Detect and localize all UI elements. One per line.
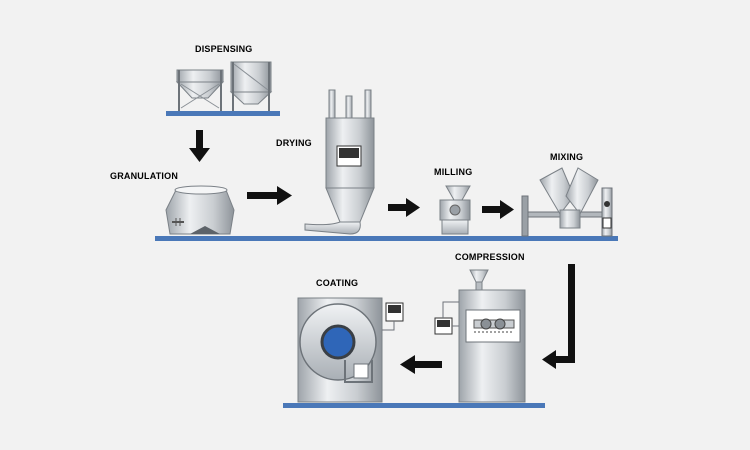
compression-machine bbox=[434, 269, 526, 403]
flow-arrow-mixing-compression bbox=[542, 264, 575, 369]
label-drying: DRYING bbox=[276, 138, 312, 148]
flow-arrow-dispensing-granulation bbox=[189, 130, 210, 162]
flow-arrow-compression-coating bbox=[400, 355, 442, 374]
flow-arrow-drying-milling bbox=[388, 198, 420, 217]
milling-machine bbox=[439, 185, 471, 235]
granulation-machine bbox=[165, 185, 235, 235]
label-compression: COMPRESSION bbox=[455, 252, 525, 262]
label-dispensing: DISPENSING bbox=[195, 44, 253, 54]
label-granulation: GRANULATION bbox=[110, 171, 179, 181]
drying-machine bbox=[304, 89, 375, 235]
conveyor-dispensing bbox=[166, 111, 280, 116]
dispensing-machine bbox=[175, 61, 273, 111]
flow-arrow-granulation-drying bbox=[247, 186, 292, 205]
conveyor-main bbox=[155, 236, 618, 241]
label-milling: MILLING bbox=[434, 167, 473, 177]
mixing-machine bbox=[521, 167, 613, 237]
flow-arrow-milling-mixing bbox=[482, 200, 514, 219]
label-mixing: MIXING bbox=[550, 152, 584, 162]
coating-machine bbox=[297, 297, 404, 403]
label-coating: COATING bbox=[316, 278, 359, 288]
conveyor-lower bbox=[283, 403, 545, 408]
